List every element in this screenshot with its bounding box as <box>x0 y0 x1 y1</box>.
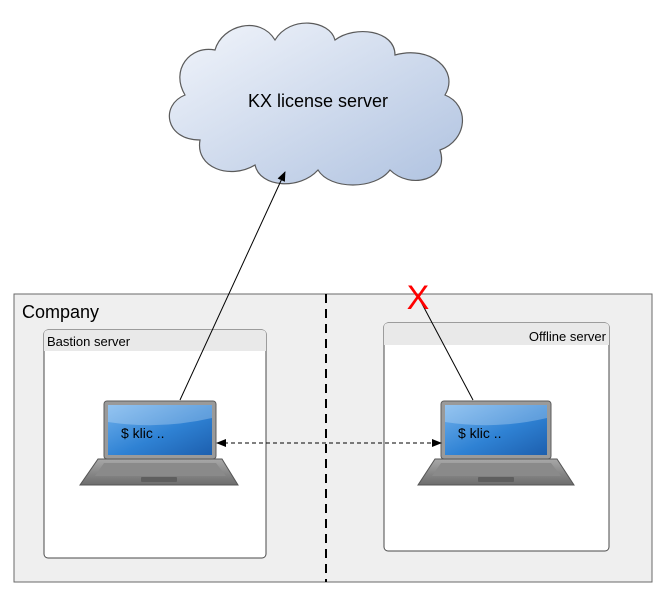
offline-command: $ klic .. <box>458 425 502 441</box>
blocked-x-marker: X <box>407 279 430 317</box>
cloud-label: KX license server <box>248 91 388 111</box>
bastion-command: $ klic .. <box>121 425 165 441</box>
bastion-server-label: Bastion server <box>47 334 131 349</box>
bastion-laptop-icon: $ klic .. <box>79 400 239 486</box>
company-label: Company <box>22 302 99 322</box>
offline-server-label: Offline server <box>529 329 607 344</box>
license-server-cloud: KX license server <box>168 22 463 186</box>
offline-blocked-connector <box>419 299 474 401</box>
offline-laptop-icon: $ klic .. <box>417 400 575 486</box>
bastion-to-cloud-arrow <box>179 171 286 401</box>
